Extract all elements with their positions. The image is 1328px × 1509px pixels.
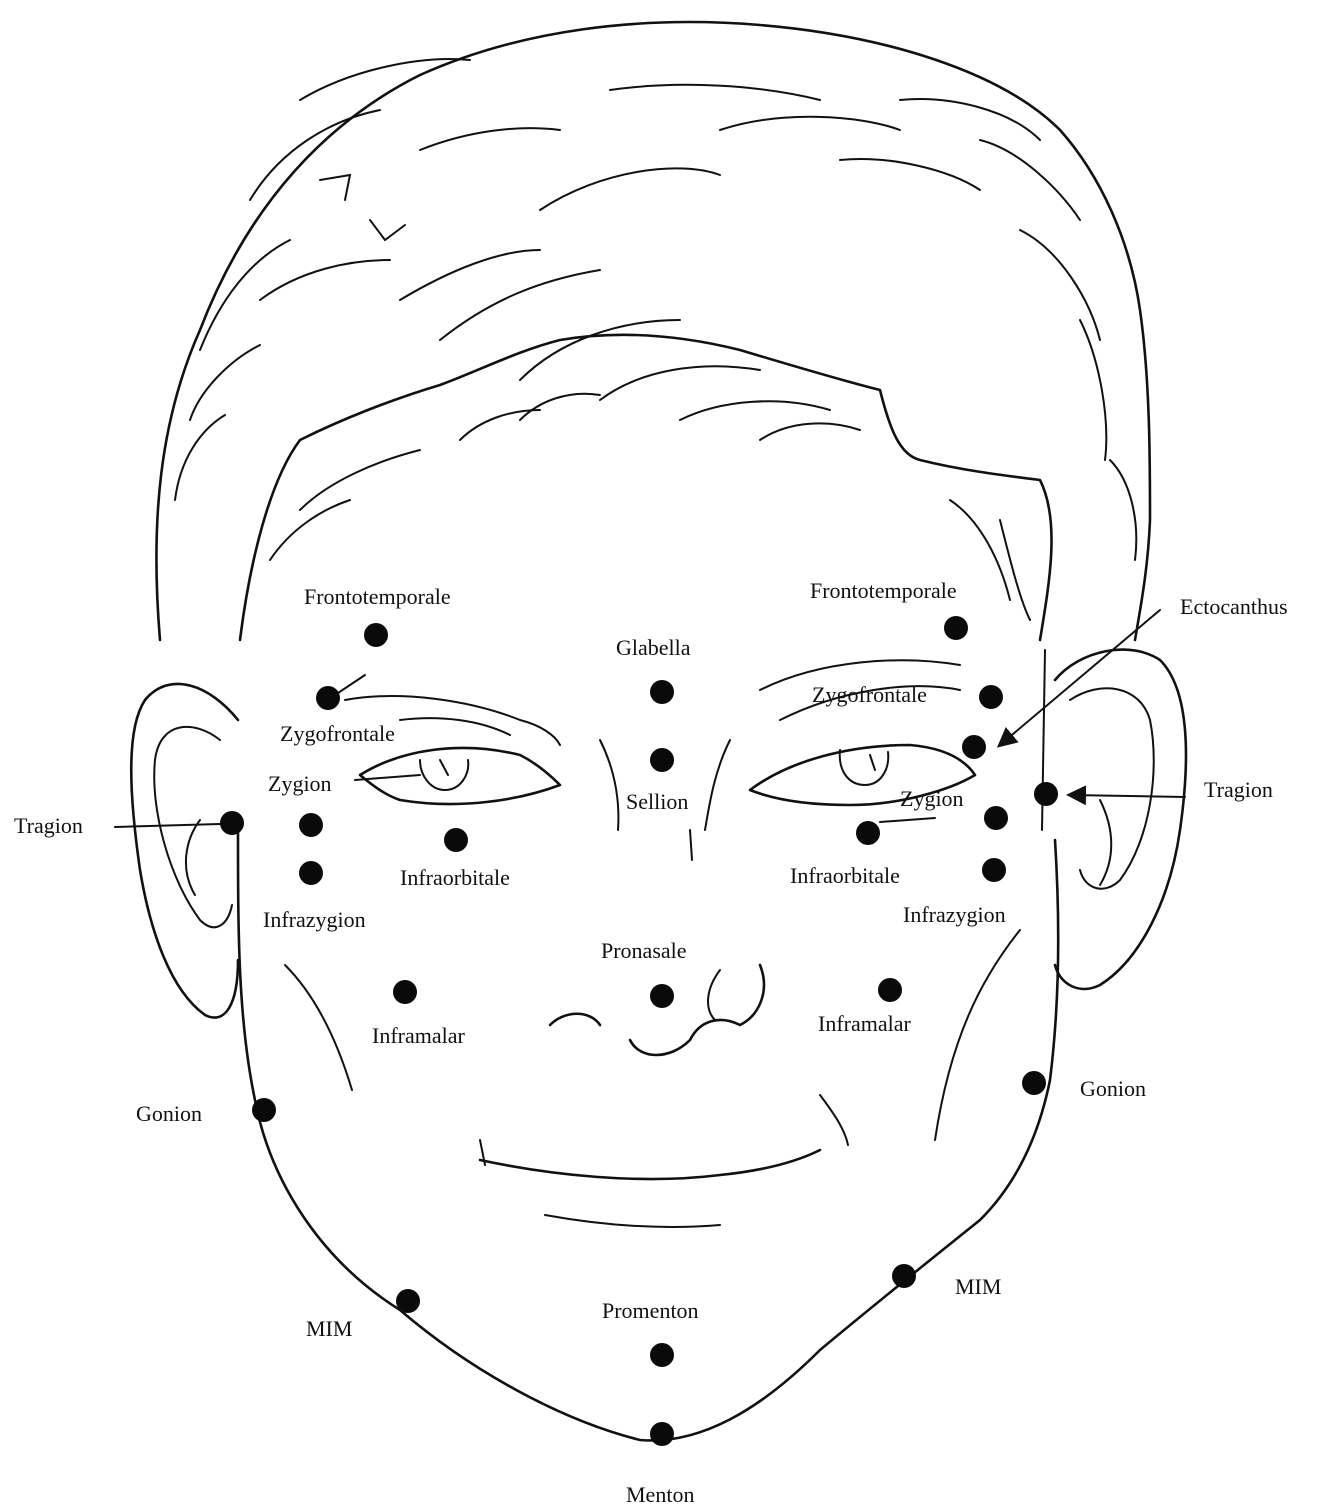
label-inframalar-left: Inframalar [372,1023,465,1048]
dot-infrazygion-right [982,858,1006,882]
left-ear [131,684,238,1018]
dot-infraorbitale-right [856,821,880,845]
dot-mim-left [396,1289,420,1313]
nose-bridge-left [600,740,618,830]
dot-mim-right [892,1264,916,1288]
dot-gonion-left [252,1098,276,1122]
label-frontotemporale-right: Frontotemporale [810,578,957,603]
label-zygion-left: Zygion [268,771,332,796]
label-inframalar-right: Inframalar [818,1011,911,1036]
dot-zygion-left [299,813,323,837]
landmark-labels: Frontotemporale Frontotemporale Glabella… [14,578,1288,1507]
dot-frontotemporale-left [364,623,388,647]
label-menton: Menton [626,1482,694,1507]
lower-lip [545,1215,720,1227]
left-ear-inner [154,727,232,927]
left-eye [360,748,560,804]
dot-gonion-right [1022,1071,1046,1095]
dot-pronasale [650,984,674,1008]
dot-zygion-right [984,806,1008,830]
dot-zygofrontale-left [316,686,340,710]
label-infraorbitale-left: Infraorbitale [400,865,510,890]
label-pronasale: Pronasale [601,938,687,963]
label-mim-left: MIM [306,1316,352,1341]
label-tragion-left: Tragion [14,813,83,838]
dot-glabella [650,680,674,704]
label-promenton: Promenton [602,1298,699,1323]
label-infrazygion-right: Infrazygion [903,902,1006,927]
dot-infrazygion-left [299,861,323,885]
dot-sellion [650,748,674,772]
dot-infraorbitale-left [444,828,468,852]
dot-tragion-left [220,811,244,835]
label-ectocanthus: Ectocanthus [1180,594,1288,619]
label-frontotemporale-left: Frontotemporale [304,584,451,609]
label-glabella: Glabella [616,635,691,660]
label-tragion-right: Tragion [1204,777,1273,802]
label-zygofrontale-right: Zygofrontale [812,682,927,707]
nose-tip [550,965,764,1055]
dot-zygofrontale-right [979,685,1003,709]
right-ear-inner [1070,688,1154,888]
dot-tragion-right [1034,782,1058,806]
dot-frontotemporale-right [944,616,968,640]
mouth [480,1150,820,1179]
label-zygofrontale-left: Zygofrontale [280,721,395,746]
dot-promenton [650,1343,674,1367]
dot-menton [650,1422,674,1446]
label-gonion-right: Gonion [1080,1076,1146,1101]
dot-inframalar-right [878,978,902,1002]
label-sellion: Sellion [626,789,688,814]
label-infraorbitale-right: Infraorbitale [790,863,900,888]
label-gonion-left: Gonion [136,1101,202,1126]
dot-inframalar-left [393,980,417,1004]
label-mim-right: MIM [955,1274,1001,1299]
hair-strands [175,59,1136,620]
dot-ectocanthus [962,735,986,759]
label-infrazygion-left: Infrazygion [263,907,366,932]
label-zygion-right: Zygion [900,786,964,811]
right-ear [1055,650,1186,989]
nose-bridge-right [705,740,730,830]
